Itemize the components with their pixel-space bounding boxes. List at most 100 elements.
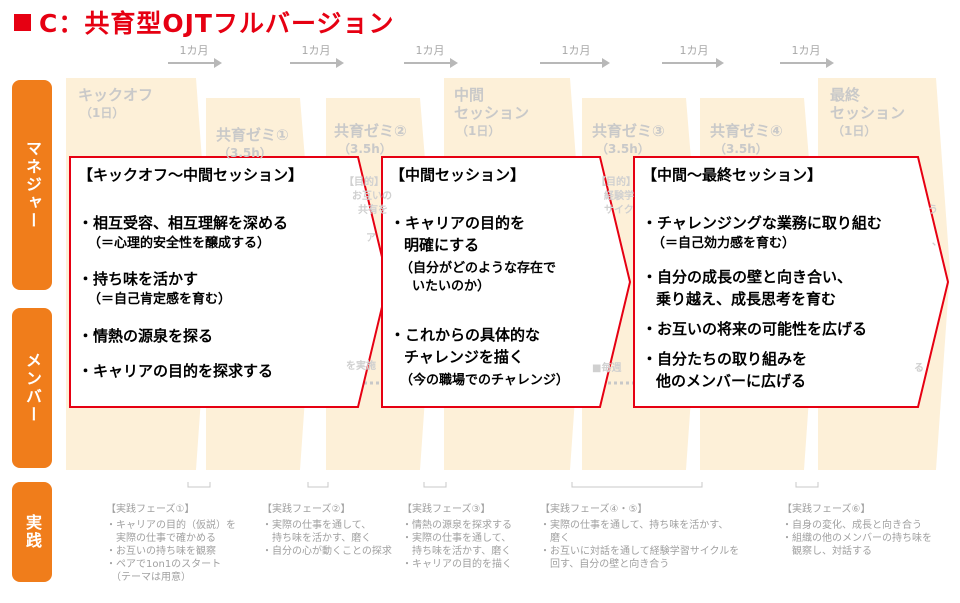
ghost-text: う — [928, 205, 938, 216]
box-title-mid-to-final: 【中間～最終セッション】 — [642, 166, 823, 184]
box2-item-1-cont: 明確にする — [404, 236, 480, 254]
phase-duration-kickoff: （1日） — [80, 106, 125, 120]
practice-item: 回す、自分の壁と向き合う — [540, 559, 670, 570]
box-shape-mid-session — [381, 156, 632, 408]
practice-item: ・実際の仕事を通して、持ち味を活かす、 — [540, 520, 729, 531]
practice-item: ・組織の他のメンバーの持ち味を — [782, 533, 932, 544]
month-arrow-1-head — [214, 58, 222, 68]
practice-item: ・キャリアの目的を描く — [402, 559, 512, 570]
phase-duration-mid-session: （1日） — [456, 124, 501, 138]
practice-phase-header: 【実践フェーズ④・⑤】 — [540, 504, 648, 515]
row-label-practice: 実践 — [12, 482, 52, 582]
box1-item-4: ・キャリアの目的を探求する — [78, 362, 274, 380]
ghost-text: 経験学 — [604, 191, 634, 202]
practice-bracket-2 — [307, 482, 329, 488]
month-arrow-3-head — [450, 58, 458, 68]
month-arrow-5-head — [716, 58, 724, 68]
ghost-text: 共有を — [358, 205, 388, 216]
box3-item-2-cont: 乗り越え、成長思考を育む — [656, 290, 837, 308]
practice-bracket-1 — [187, 482, 211, 488]
page-title: C：共育型OJTフルバージョン — [14, 4, 394, 40]
box2-item-1-sub: （自分がどのような存在で — [400, 261, 557, 276]
practice-item: ・ペアで1on1のスタート — [106, 559, 222, 570]
practice-item: （テーマは用意） — [106, 572, 191, 583]
box1-item-3: ・情熱の源泉を探る — [78, 327, 214, 345]
month-label-2: 1カ月 — [301, 44, 331, 57]
box1-item-2: ・持ち味を活かす — [78, 270, 199, 288]
box2-item-1-sub2: いたいのか） — [412, 279, 491, 294]
practice-phase-header: 【実践フェーズ③】 — [402, 504, 491, 515]
practice-item: ・自身の変化、成長と向き合う — [782, 520, 922, 531]
box2-item-2-cont: チャレンジを描く — [404, 348, 524, 366]
box2-item-2-sub: （今の職場でのチャレンジ） — [400, 373, 569, 388]
ghost-text: お互いの — [352, 191, 392, 202]
box-shape-mid-to-final — [633, 156, 950, 408]
phase-name-seminar-2: 共育ゼミ② — [334, 122, 407, 140]
ghost-text: る — [914, 363, 924, 374]
phase-name-seminar-4: 共育ゼミ④ — [710, 122, 783, 140]
box3-item-2: ・自分の成長の壁と向き合い、 — [642, 268, 853, 286]
practice-item: ・キャリアの目的（仮説）を — [106, 520, 236, 531]
box3-item-1: ・チャレンジングな業務に取り組む — [642, 214, 882, 232]
practice-bracket-3 — [423, 482, 447, 488]
practice-item: 観察し、対話する — [782, 546, 872, 557]
month-label-4: 1カ月 — [561, 44, 591, 57]
month-arrow-6-head — [826, 58, 834, 68]
practice-item: ・お互いの持ち味を観察 — [106, 546, 216, 557]
ghost-text: 、 — [932, 237, 942, 248]
box3-item-4-cont: 他のメンバーに広げる — [656, 372, 807, 390]
phase-duration-seminar-1: （3.5h） — [218, 146, 272, 160]
practice-item: ・お互いに対話を通して経験学習サイクルを — [540, 546, 740, 557]
practice-item: ・情熱の源泉を探求する — [402, 520, 512, 531]
box3-item-3: ・お互いの将来の可能性を広げる — [642, 320, 868, 338]
box-title-mid-session: 【中間セッション】 — [390, 166, 526, 184]
phase-name-seminar-3: 共育ゼミ③ — [592, 122, 665, 140]
phase-name-final-session: 最終 セッション — [830, 86, 906, 122]
box2-item-2: ・これからの具体的な — [390, 326, 541, 344]
ghost-text: 【目的】 — [344, 177, 384, 188]
practice-phase-2: 【実践フェーズ②】 ・実際の仕事を通して、 持ち味を活かす、磨く ・自分の心が動… — [262, 500, 392, 558]
phase-name-seminar-1: 共育ゼミ① — [216, 126, 289, 144]
title-square-icon — [14, 14, 31, 31]
month-arrow-2-head — [336, 58, 344, 68]
phase-duration-final-session: （1日） — [832, 124, 877, 138]
box1-item-2-sub: （＝自己肯定感を育む） — [88, 292, 232, 307]
practice-item: ・実際の仕事を通して、 — [262, 520, 372, 531]
ghost-text: サイク — [604, 205, 634, 216]
practice-phase-header: 【実践フェーズ②】 — [262, 504, 351, 515]
practice-item: 持ち味を活かす、磨く — [262, 533, 372, 544]
practice-phase-1: 【実践フェーズ①】 ・キャリアの目的（仮説）を 実際の仕事で確かめる ・お互いの… — [106, 500, 236, 584]
box1-item-1-sub: （＝心理的安全性を醸成する） — [88, 236, 271, 251]
month-arrow-4-head — [602, 58, 610, 68]
phase-duration-seminar-3: （3.5h） — [596, 142, 650, 156]
box-shape-kickoff-to-mid — [69, 156, 390, 408]
practice-phase-6: 【実践フェーズ⑥】 ・自身の変化、成長と向き合う ・組織の他のメンバーの持ち味を… — [782, 500, 932, 558]
practice-item: ・実際の仕事を通して、 — [402, 533, 512, 544]
practice-item: 実際の仕事で確かめる — [106, 533, 216, 544]
box1-item-1: ・相互受容、相互理解を深める — [78, 214, 289, 232]
ghost-text: を実施 — [346, 361, 376, 372]
box3-item-4: ・自分たちの取り組みを — [642, 350, 808, 368]
phase-name-mid-session: 中間 セッション — [454, 86, 530, 122]
practice-bracket-4 — [571, 482, 703, 488]
month-label-5: 1カ月 — [679, 44, 709, 57]
practice-phase-header: 【実践フェーズ①】 — [106, 504, 195, 515]
practice-phase-3: 【実践フェーズ③】 ・情熱の源泉を探求する ・実際の仕事を通して、 持ち味を活か… — [402, 500, 512, 571]
practice-phase-header: 【実践フェーズ⑥】 — [782, 504, 871, 515]
practice-bracket-5 — [795, 482, 819, 488]
month-label-1: 1カ月 — [179, 44, 209, 57]
practice-item: 磨く — [540, 533, 570, 544]
row-label-manager: マネジャー — [12, 80, 52, 290]
ghost-text: 【目的】 — [596, 177, 636, 188]
ghost-text: ■毎週 — [592, 363, 622, 374]
box-title-kickoff-to-mid: 【キックオフ～中間セッション】 — [78, 166, 304, 184]
practice-item: 持ち味を活かす、磨く — [402, 546, 512, 557]
month-label-3: 1カ月 — [415, 44, 445, 57]
month-label-6: 1カ月 — [791, 44, 821, 57]
phase-duration-seminar-4: （3.5h） — [714, 142, 768, 156]
practice-item: ・自分の心が動くことの探求 — [262, 546, 392, 557]
row-label-member: メンバー — [12, 308, 52, 468]
ghost-text: ア — [366, 233, 376, 244]
phase-duration-seminar-2: （3.5h） — [338, 142, 392, 156]
